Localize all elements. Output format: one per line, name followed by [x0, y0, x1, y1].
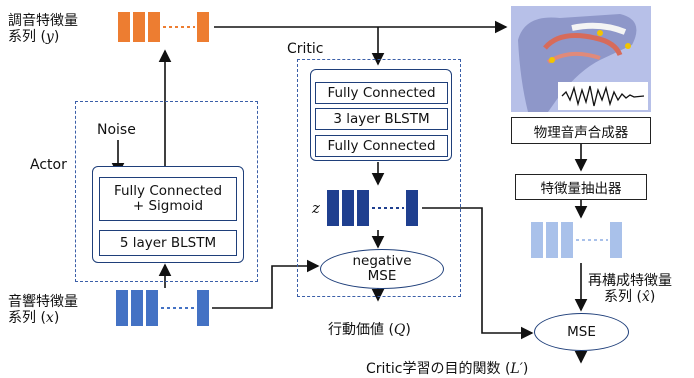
seq-x-label: 音響特徴量 系列 (x): [8, 294, 78, 326]
seq-x-label-line2: 系列 (x): [8, 310, 60, 326]
feature-extractor-box: 特徴量抽出器: [515, 174, 647, 200]
seq-xhat-label-line1: 再構成特徴量: [588, 273, 672, 289]
z-label: z: [312, 199, 320, 217]
seq-x-label-line1: 音響特徴量: [8, 294, 78, 310]
seq-y-label-line1: 調音特徴量: [8, 13, 78, 29]
noise-label: Noise: [97, 122, 136, 138]
objective-label: Critic学習の目的関数 (L′): [366, 361, 529, 377]
vocal-tract-image: [511, 6, 651, 112]
action-value-label: 行動価値 (Q): [328, 322, 411, 338]
synthesizer-label-box: 物理音声合成器: [511, 117, 651, 144]
negative-mse-node: negative MSE: [320, 249, 444, 289]
seq-x-bars: [116, 290, 209, 326]
critic-blstm: 3 layer BLSTM: [315, 108, 448, 130]
seq-y-label: 調音特徴量 系列 (y): [8, 13, 78, 45]
seq-xhat-label-line2: 系列 (x̂): [604, 289, 656, 305]
mse-node: MSE: [534, 313, 629, 351]
seq-xhat-bars: [531, 222, 622, 258]
actor-fc-sigmoid: Fully Connected + Sigmoid: [99, 177, 237, 221]
critic-fc-2: Fully Connected: [315, 135, 448, 157]
seq-z-bars: [327, 190, 418, 226]
actor-title: Actor: [30, 157, 67, 173]
seq-y-label-line2: 系列 (y): [8, 29, 60, 45]
critic-title: Critic: [287, 41, 324, 57]
actor-blstm: 5 layer BLSTM: [99, 230, 237, 256]
critic-fc-1: Fully Connected: [315, 82, 448, 104]
seq-y-bars: [118, 12, 209, 42]
actor-container: [75, 101, 258, 282]
critic-container: [297, 59, 461, 297]
seq-xhat-label: 再構成特徴量 系列 (x̂): [588, 273, 672, 305]
